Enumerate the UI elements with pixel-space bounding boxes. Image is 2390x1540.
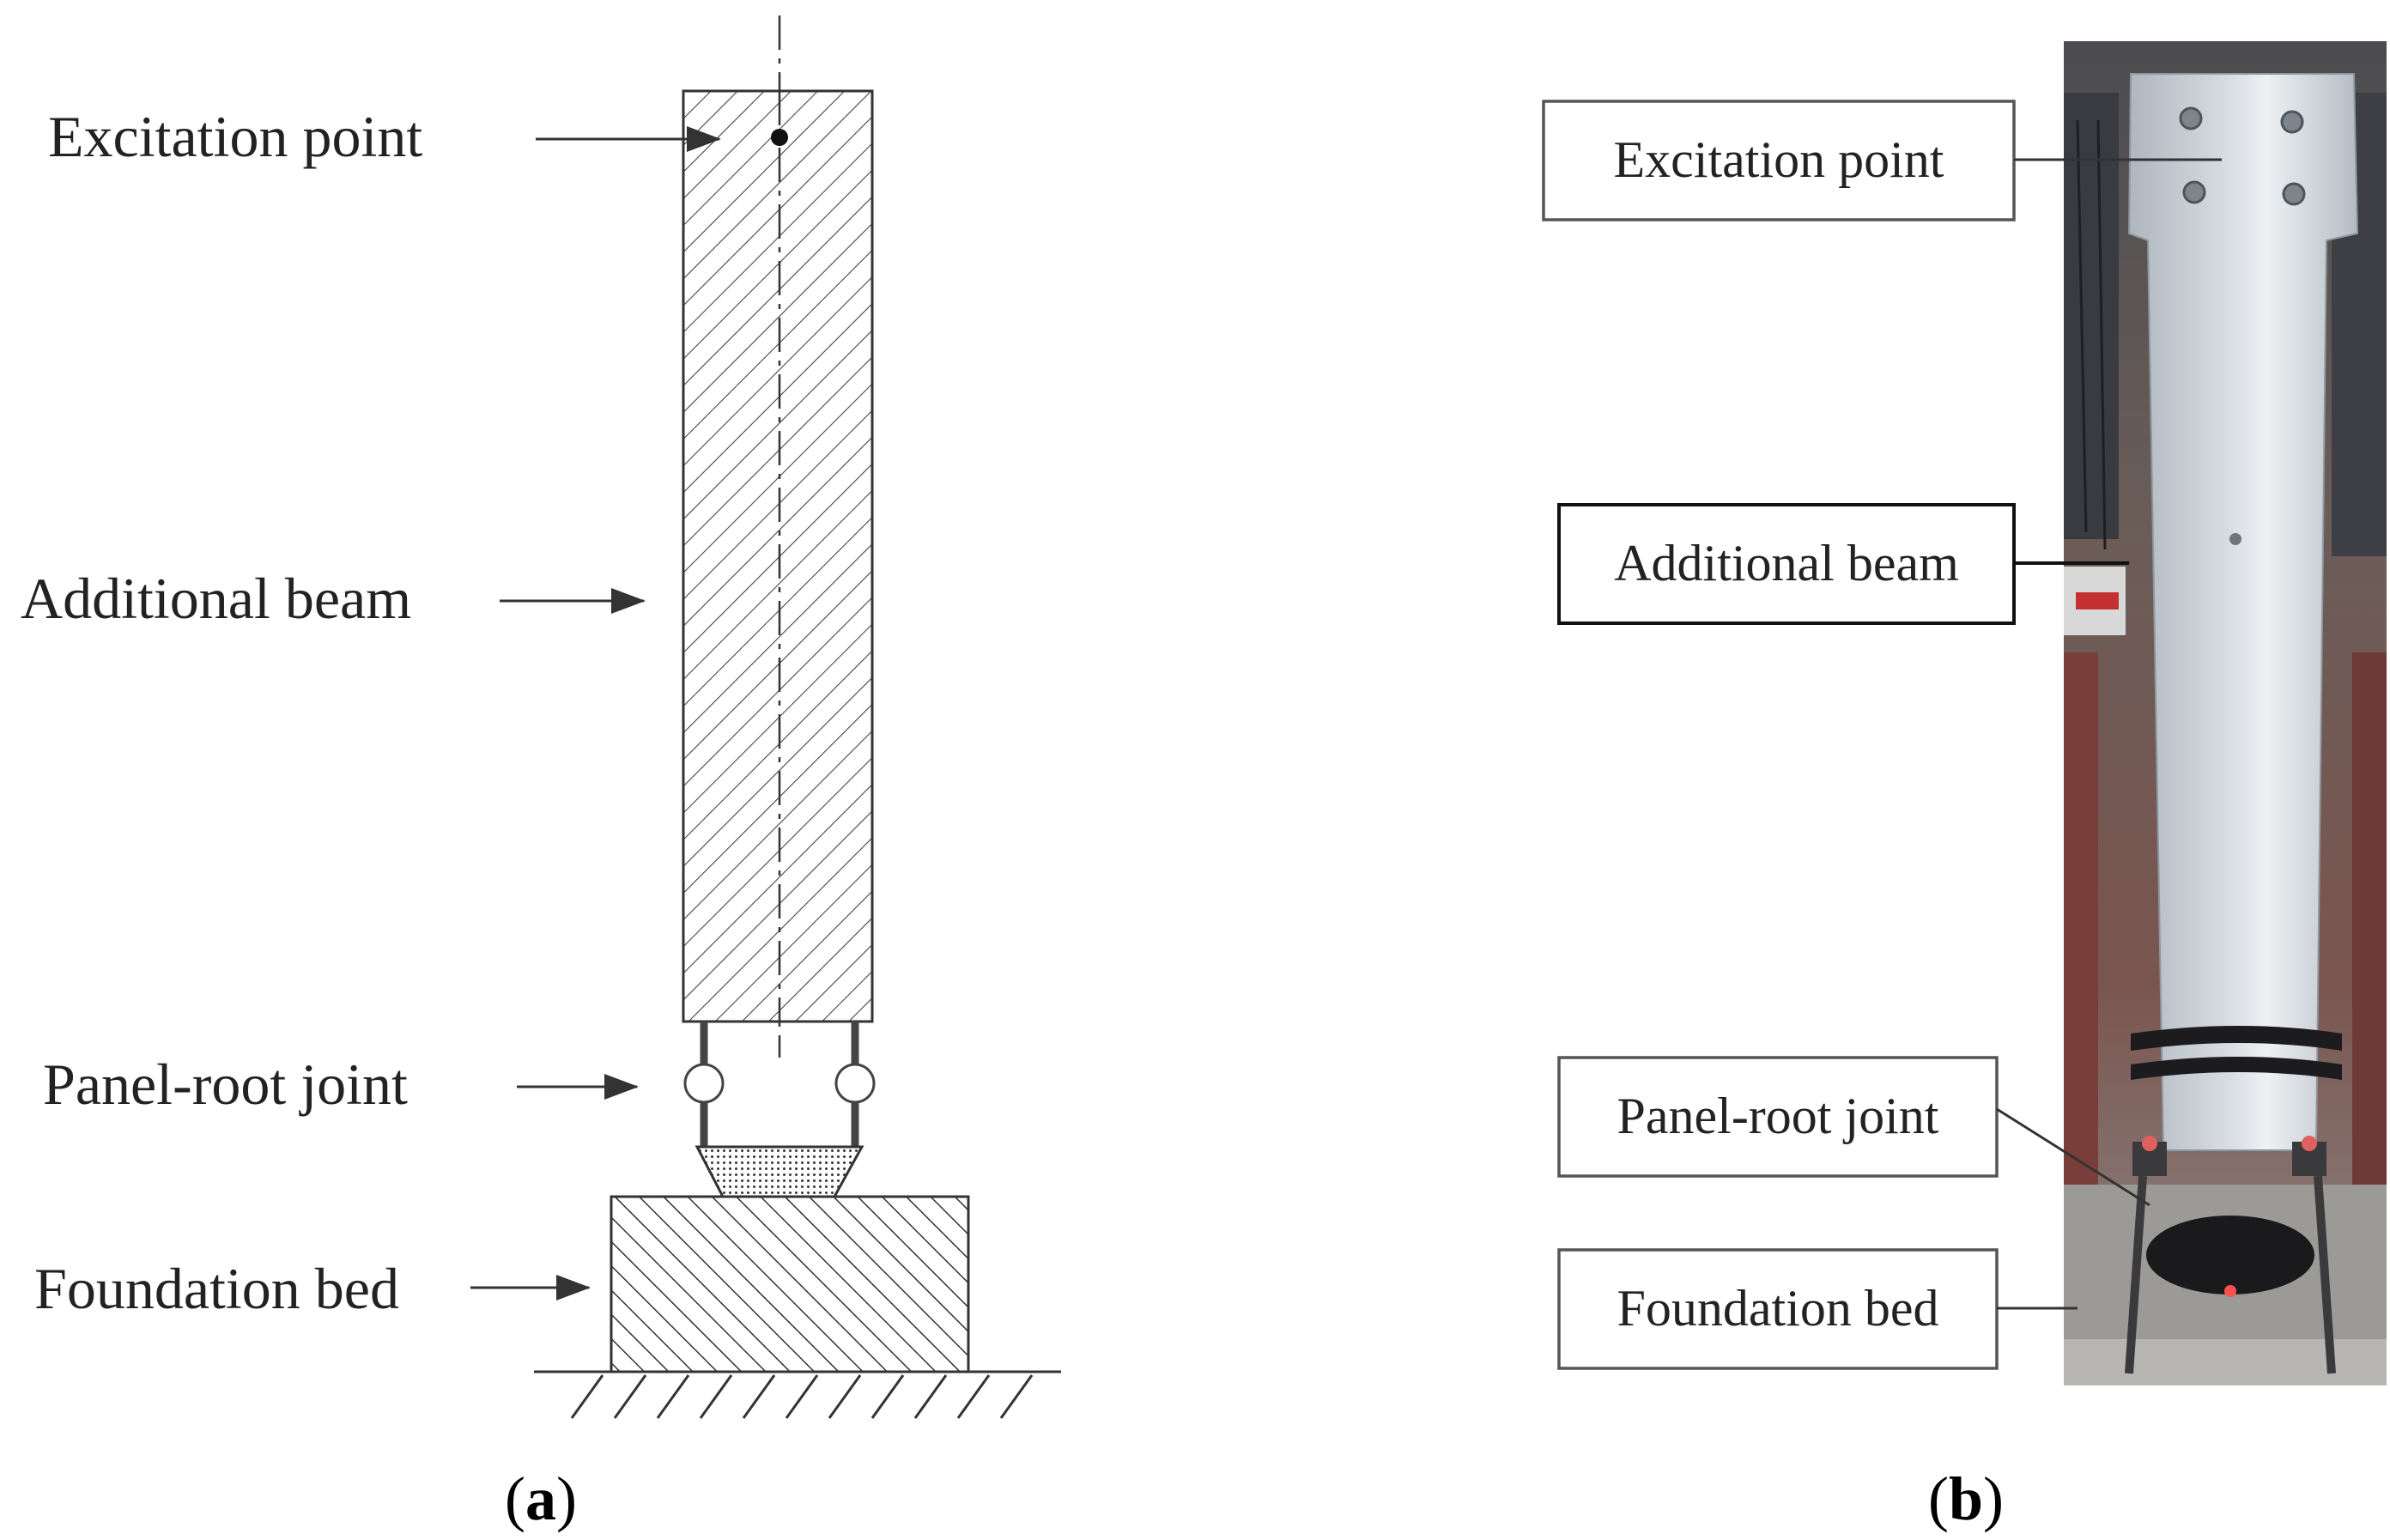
photo-clamp-strap bbox=[2131, 1026, 2342, 1051]
joint-hinge-right bbox=[834, 1063, 876, 1104]
additional-beam-shape bbox=[682, 89, 874, 1023]
callout-box-excitation-point bbox=[1542, 100, 2016, 221]
label-b-excitation-point: Excitation point bbox=[1614, 131, 1944, 188]
caption-b: (b) bbox=[1928, 1464, 2004, 1533]
leader-panel-root-joint bbox=[1996, 1107, 2150, 1207]
callout-box-additional-beam bbox=[1557, 503, 2016, 625]
photo-bolts bbox=[2179, 106, 2306, 206]
joint-hinge-left bbox=[683, 1063, 725, 1104]
callout-box-panel-root-joint bbox=[1557, 1056, 1999, 1178]
photo-equipment bbox=[2064, 93, 2387, 1385]
photo-panel: Excitation point Additional beam Panel-r… bbox=[1542, 41, 2387, 1533]
label-b-foundation-bed: Foundation bed bbox=[1617, 1280, 1939, 1337]
label-b-additional-beam: Additional beam bbox=[1614, 535, 1959, 591]
joint-base-trapezoid bbox=[695, 1145, 864, 1198]
label-foundation-bed: Foundation bed bbox=[34, 1256, 399, 1321]
label-additional-beam: Additional beam bbox=[21, 566, 411, 631]
label-b-panel-root-joint: Panel-root joint bbox=[1617, 1088, 1939, 1144]
schematic-panel: Excitation point Additional beam Panel-r… bbox=[21, 15, 1061, 1533]
ground-hatch bbox=[570, 1374, 1034, 1419]
photo-joint-mechanism bbox=[2125, 1136, 2336, 1374]
label-panel-root-joint: Panel-root joint bbox=[43, 1052, 408, 1117]
label-excitation-point: Excitation point bbox=[48, 104, 422, 169]
caption-a: (a) bbox=[505, 1464, 577, 1533]
foundation-bed-shape bbox=[610, 1195, 970, 1373]
excitation-dot bbox=[771, 129, 788, 146]
